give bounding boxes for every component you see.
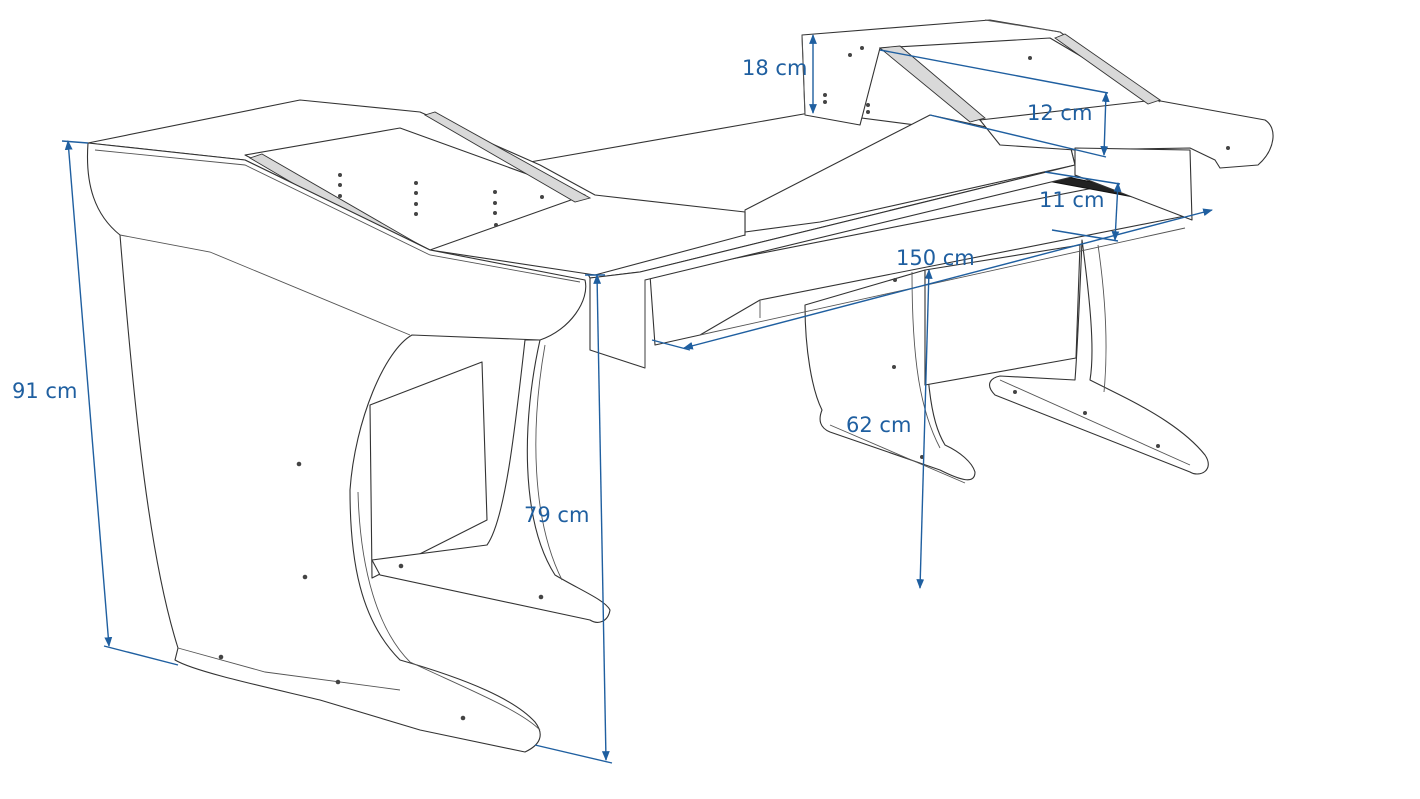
- dimension-labels: 91 cm 79 cm 62 cm 150 cm 18 cm 12 cm 11 …: [12, 56, 1104, 527]
- label-upper-rack-depth: 12 cm: [1027, 101, 1092, 125]
- dim-ext-12-top: [879, 49, 1109, 94]
- dim-line-total-height: [64, 140, 113, 647]
- left-cabinet: [86, 99, 746, 753]
- dim-ext-91-bottom: [103, 645, 179, 666]
- label-desk-height: 79 cm: [524, 503, 589, 527]
- dim-line-width: [683, 208, 1213, 350]
- label-depth: 62 cm: [846, 413, 911, 437]
- dim-line-tray-height: [1111, 182, 1122, 241]
- label-total-height: 91 cm: [12, 379, 77, 403]
- dimension-lines: [61, 34, 1213, 764]
- dim-ext-11-top: [1044, 171, 1121, 185]
- desk-drawing: [86, 19, 1274, 753]
- dim-ext-91-top: [61, 140, 89, 144]
- dim-line-upper-rack-depth: [1100, 92, 1110, 156]
- label-width: 150 cm: [896, 246, 975, 270]
- dim-ext-150-left: [651, 339, 691, 351]
- dim-ext-79-bottom: [534, 744, 613, 764]
- dim-line-desk-height: [593, 274, 610, 761]
- dim-ext-12-bottom: [929, 114, 1107, 158]
- label-tray-height: 11 cm: [1039, 188, 1104, 212]
- dim-ext-11-bottom: [1051, 229, 1119, 242]
- label-upper-rack-height: 18 cm: [742, 56, 807, 80]
